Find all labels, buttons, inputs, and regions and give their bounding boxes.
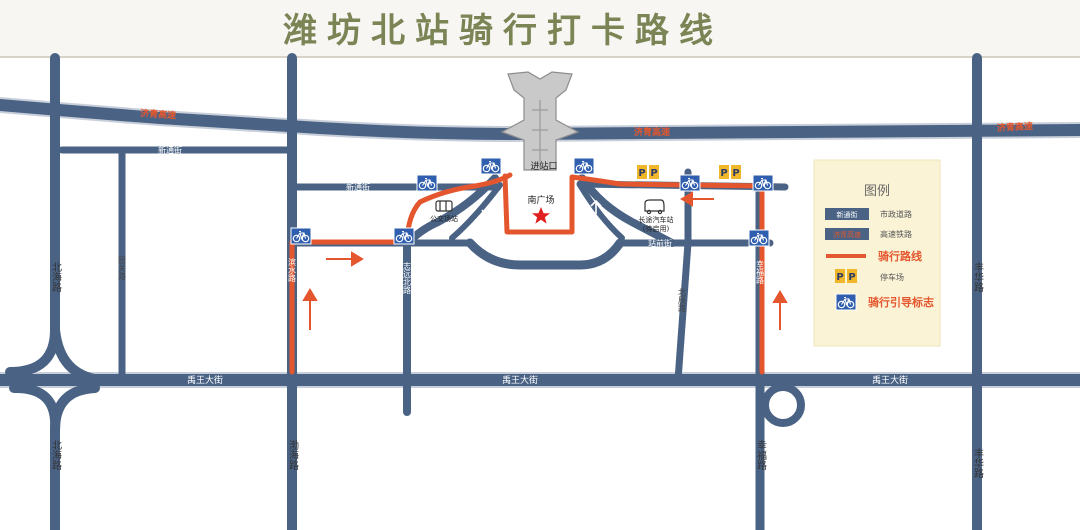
map-title: 潍坊北站骑行打卡路线 (283, 11, 723, 51)
yuwang-avenue-label-west: 禹王大街 (187, 374, 223, 386)
legend-label-parking: 停车场 (880, 272, 904, 282)
expressway-label-west: 济青高速 (140, 107, 177, 121)
xingfu-road-label-south: 幸福路 (755, 440, 767, 471)
direction-arrow-icon (302, 191, 788, 330)
cycling-route (289, 172, 765, 375)
road-network (0, 53, 1080, 530)
coach-station-label: 长途汽车站 (639, 215, 674, 224)
station-exit-label: 进站口 (530, 160, 557, 172)
legend-title: 图例 (864, 184, 890, 199)
station-building (500, 71, 580, 171)
south-square-label: 南广场 (527, 194, 554, 206)
legend-label-bike-sign: 骑行引导标志 (868, 295, 934, 309)
legend-label-municipal: 市政道路 (880, 209, 912, 219)
expressway-label-east: 济青高速 (997, 120, 1034, 134)
star-icon (532, 207, 550, 224)
title-bar (0, 0, 1080, 57)
xingfu-road-label-north: 幸福路 (756, 260, 765, 284)
legend-label-route: 骑行路线 (878, 249, 922, 263)
fenghua-road-label-south: 丰华路 (972, 447, 984, 479)
station-front-street-label: 站前街 (648, 238, 672, 248)
street-label-west: 新通街 (158, 145, 182, 155)
legend-swatch-rail: 济青高速 (833, 230, 861, 239)
legend-label-rail: 高速铁路 (880, 229, 912, 239)
bus-icon (435, 200, 453, 212)
xintong-street-label: 新通街 (346, 182, 370, 192)
bus-terminal-label: 公交场站 (430, 214, 458, 223)
bohai-road-label: 渤海路 (287, 439, 299, 471)
legend-swatch-municipal: 新通街 (837, 210, 858, 219)
legend: 图例 新通街 市政道路 济青高速 高速铁路 骑行路线 停车场 骑行引导标志 (813, 159, 941, 347)
legend-bike-icon (835, 293, 857, 311)
beichen-road-label: 北辰路 (678, 288, 687, 312)
yuanguan-road-label: 园关路 (118, 256, 127, 280)
fenghua-road-label-north: 丰华路 (972, 261, 984, 293)
yuwang-avenue-label-center: 禹王大街 (502, 374, 538, 386)
beihai-road-label-south: 北海路 (50, 440, 62, 471)
zhiyuan-road-label: 志远北路 (403, 261, 412, 294)
yuwang-avenue-label-east: 禹王大街 (872, 374, 908, 386)
coach-icon (644, 199, 665, 215)
expressway-label-center: 济青高速 (634, 126, 670, 138)
beihai-road-label-north: 北海路 (50, 262, 62, 293)
binhai-road-label: 滨水路 (288, 257, 297, 282)
coach-station-note: (待启用) (643, 224, 670, 233)
